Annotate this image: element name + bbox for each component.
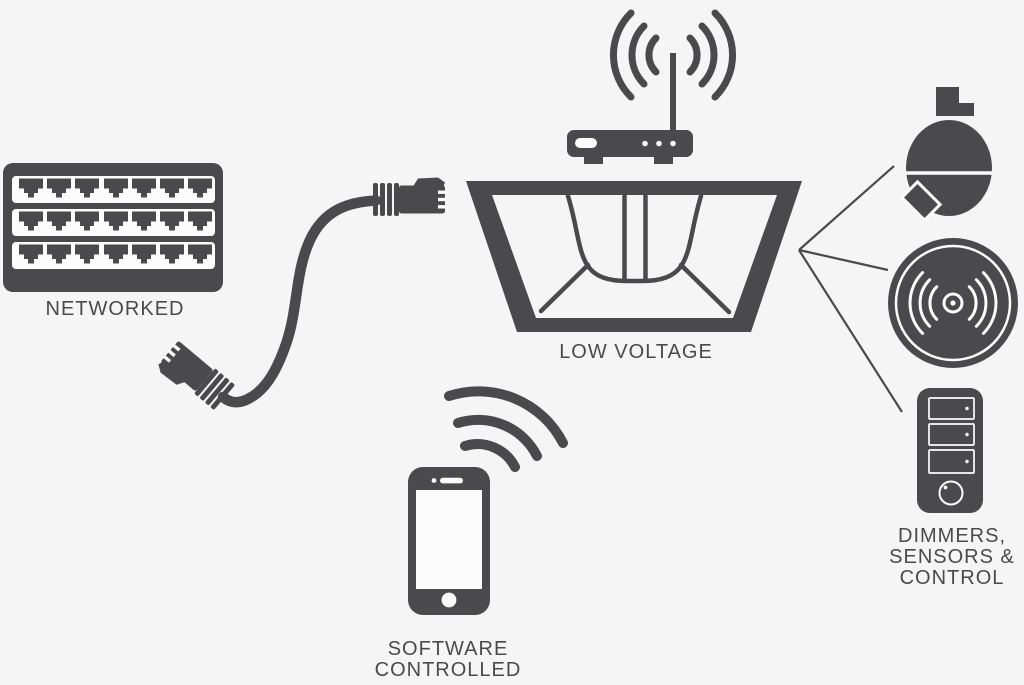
camera-mount	[936, 87, 974, 116]
line-to-camera	[798, 165, 895, 251]
smartphone-wifi-icon	[408, 386, 568, 615]
recessed-downlight-icon	[466, 181, 802, 332]
networked-label: NETWORKED	[45, 298, 185, 320]
ceiling-speaker-icon	[888, 238, 1018, 368]
line-to-dimmer	[798, 249, 903, 413]
speaker-sound-waves-icon	[908, 271, 998, 335]
downlight-lamp	[538, 193, 732, 315]
dimmers-sensors-control-label: DIMMERS, SENSORS & CONTROL	[889, 525, 1015, 589]
camera-lens	[899, 179, 943, 223]
ethernet-cable-icon	[154, 177, 446, 415]
connection-lines	[798, 165, 903, 413]
security-camera-icon	[899, 87, 992, 223]
phone-earpiece	[440, 477, 463, 484]
software-controlled-label: SOFTWARE CONTROLLED	[374, 638, 522, 681]
router-antenna	[670, 53, 676, 133]
router-wifi-waves-icon	[610, 9, 736, 101]
wifi-router-icon	[567, 9, 736, 164]
dimmer-buttons	[928, 397, 975, 474]
low-voltage-label: LOW VOLTAGE	[559, 341, 713, 363]
dimmer-knob	[938, 480, 964, 506]
speaker-center	[942, 292, 964, 314]
line-to-speaker	[798, 248, 889, 272]
cable-cord	[217, 195, 382, 408]
dimmer-keypad-icon	[917, 388, 983, 513]
downlight-housing	[466, 181, 802, 332]
phone-wifi-waves-icon	[444, 386, 568, 472]
phone-home-button	[441, 592, 457, 608]
ethernet-plug-right-icon	[373, 177, 446, 216]
phone-screen	[416, 490, 482, 589]
network-switch-icon	[3, 163, 223, 292]
switch-port-rows	[12, 176, 215, 269]
router-body	[567, 130, 693, 157]
